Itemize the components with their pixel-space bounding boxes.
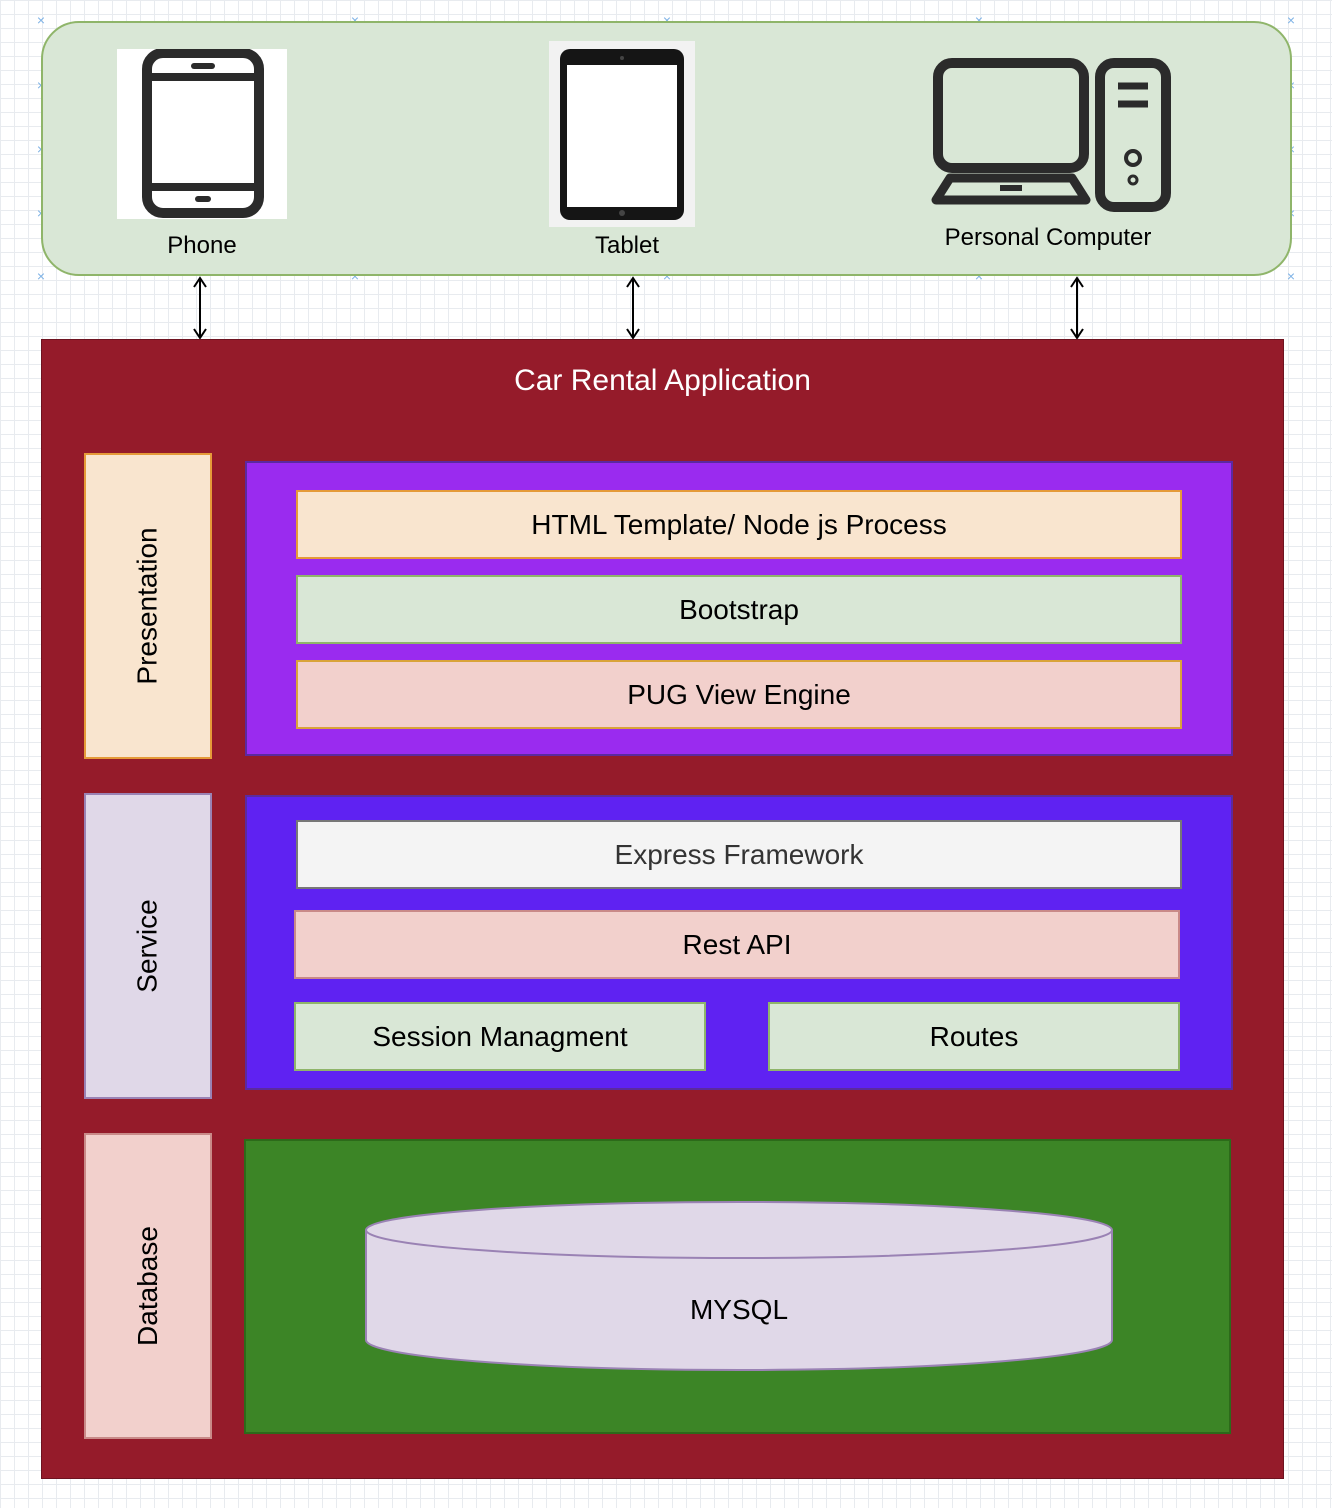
app-title: Car Rental Application xyxy=(514,364,811,397)
layer-label-text: Database xyxy=(132,1226,163,1346)
selection-handle-icon: × xyxy=(974,12,984,28)
session-management-block[interactable]: Session Managment xyxy=(294,1002,706,1071)
selection-handle-icon: × xyxy=(350,12,360,28)
selection-handle-icon: × xyxy=(36,268,46,284)
bootstrap-block[interactable]: Bootstrap xyxy=(296,575,1182,644)
device-label-phone: Phone xyxy=(167,232,237,259)
computer-connector-arrow xyxy=(1065,276,1089,340)
selection-handle-icon: × xyxy=(974,268,984,284)
selection-handle-icon: × xyxy=(662,268,672,284)
selection-handle-icon: × xyxy=(662,12,672,28)
tablet-connector-arrow xyxy=(621,276,645,340)
phone-connector-arrow xyxy=(188,276,212,340)
html-template-node-process-block[interactable]: HTML Template/ Node js Process xyxy=(296,490,1182,559)
pug-view-engine-block[interactable]: PUG View Engine xyxy=(296,660,1182,729)
mysql-database-cylinder[interactable] xyxy=(364,1200,1114,1375)
layer-label-database: Database xyxy=(84,1133,212,1439)
selection-handle-icon: × xyxy=(1286,12,1296,28)
layer-label-text: Presentation xyxy=(132,527,163,685)
layer-label-service: Service xyxy=(84,793,212,1099)
layer-label-text: Service xyxy=(132,899,163,993)
device-label-tablet: Tablet xyxy=(594,232,660,259)
routes-block[interactable]: Routes xyxy=(768,1002,1180,1071)
desktop-computer-icon xyxy=(930,56,1176,212)
device-label-personal-computer: Personal Computer xyxy=(944,224,1152,251)
selection-handle-icon: × xyxy=(350,268,360,284)
tablet-icon xyxy=(549,41,695,227)
selection-handle-icon: × xyxy=(36,12,46,28)
rest-api-block[interactable]: Rest API xyxy=(294,910,1180,979)
selection-handle-icon: × xyxy=(1286,268,1296,284)
layer-label-presentation: Presentation xyxy=(84,453,212,759)
mysql-label: MYSQL xyxy=(689,1294,789,1325)
phone-icon xyxy=(117,48,287,219)
express-framework-block[interactable]: Express Framework xyxy=(296,820,1182,889)
